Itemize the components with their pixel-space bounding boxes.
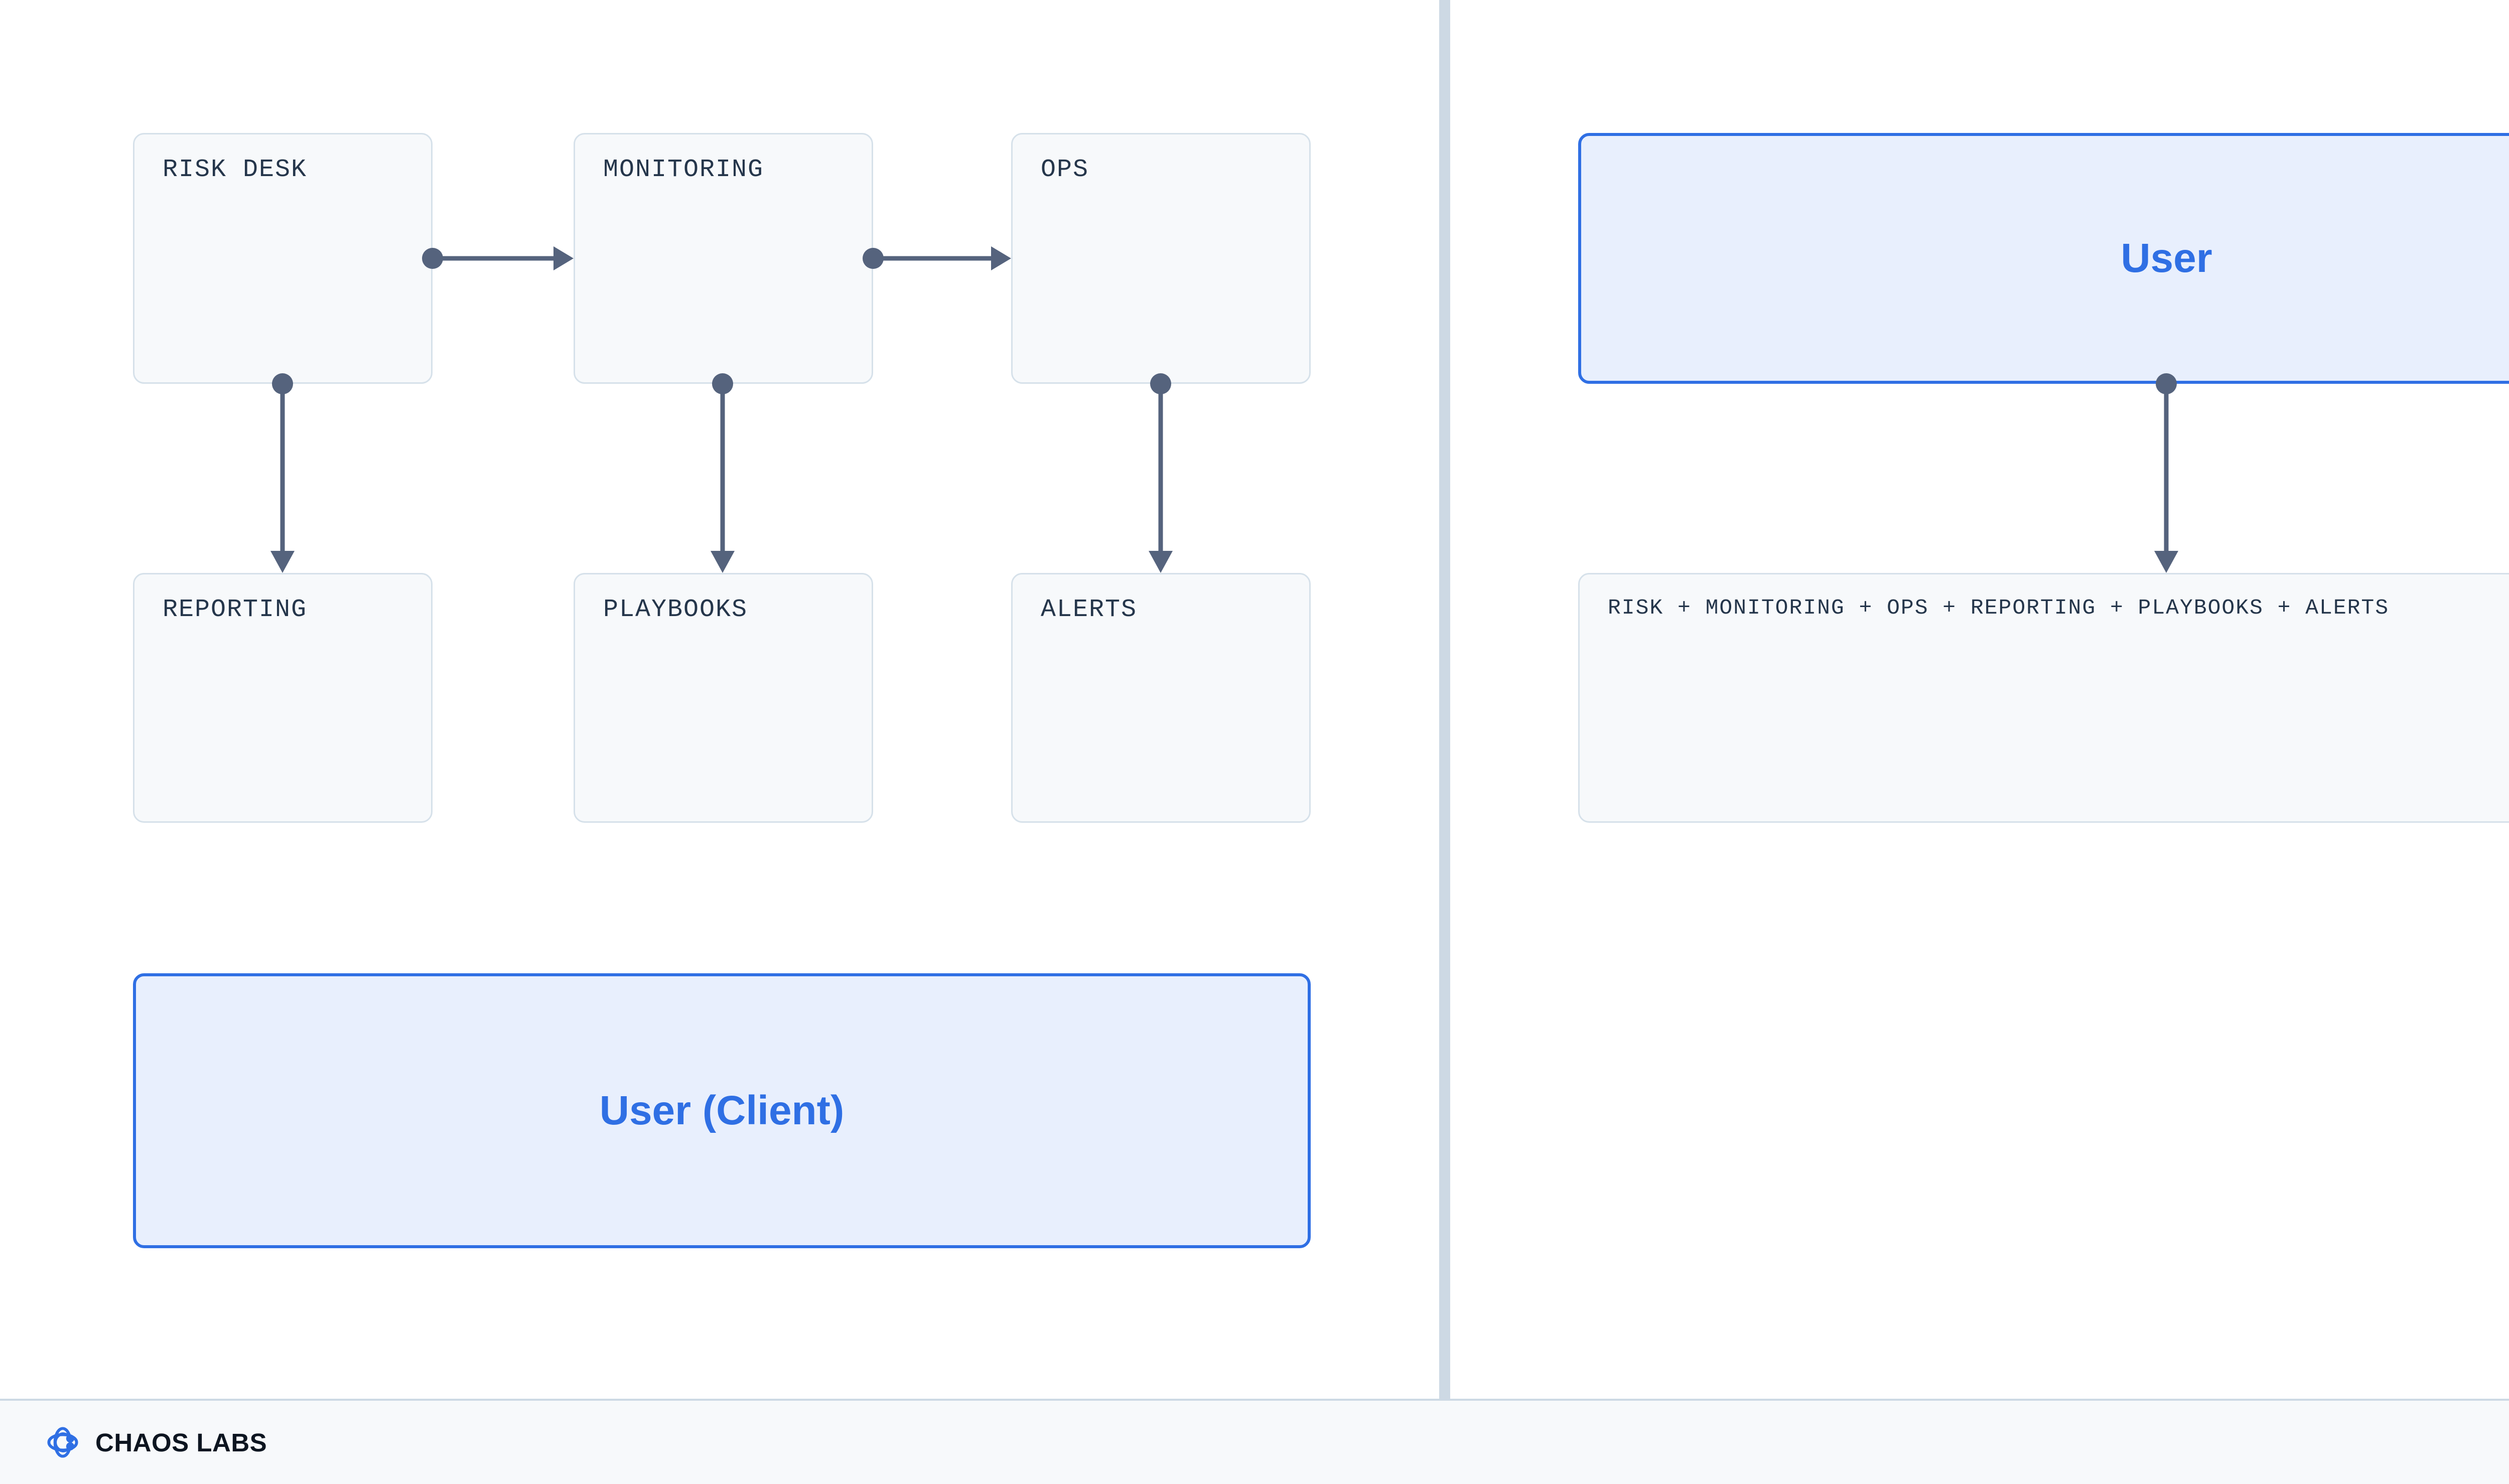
node-playbooks[interactable]: PLAYBOOKS xyxy=(574,573,873,823)
node-monitoring[interactable]: MONITORING xyxy=(574,133,873,384)
node-combined-stack[interactable]: RISK + MONITORING + OPS + REPORTING + PL… xyxy=(1578,573,2509,823)
brand-lockup[interactable]: CHAOS LABS xyxy=(43,1423,267,1462)
node-risk-desk[interactable]: RISK DESK xyxy=(133,133,433,384)
node-user-label: User xyxy=(2121,235,2212,281)
node-user-client-label: User (Client) xyxy=(599,1088,845,1133)
node-monitoring-label: MONITORING xyxy=(603,156,764,184)
node-user-client[interactable]: User (Client) xyxy=(133,973,1311,1248)
brand-name: CHAOS LABS xyxy=(95,1428,267,1457)
node-reporting-label: REPORTING xyxy=(163,596,308,624)
node-combined-stack-label: RISK + MONITORING + OPS + REPORTING + PL… xyxy=(1608,596,2390,620)
node-alerts-label: ALERTS xyxy=(1041,596,1138,624)
node-ops[interactable]: OPS xyxy=(1011,133,1311,384)
panel-divider xyxy=(1439,0,1450,1399)
node-user[interactable]: User xyxy=(1578,133,2509,384)
node-ops-label: OPS xyxy=(1041,156,1089,184)
node-reporting[interactable]: REPORTING xyxy=(133,573,433,823)
chaos-labs-logo-icon xyxy=(47,1427,78,1458)
node-alerts[interactable]: ALERTS xyxy=(1011,573,1311,823)
left-diagram-panel: RISK DESK MONITORING OPS REPORTING PLAYB… xyxy=(133,133,1311,1248)
node-playbooks-label: PLAYBOOKS xyxy=(603,596,748,624)
node-risk-desk-label: RISK DESK xyxy=(163,156,308,184)
footer-bar: CHAOS LABS xyxy=(0,1399,2509,1484)
right-diagram-panel: User RISK + MONITORING + OPS + REPORTING… xyxy=(1450,0,2509,1399)
